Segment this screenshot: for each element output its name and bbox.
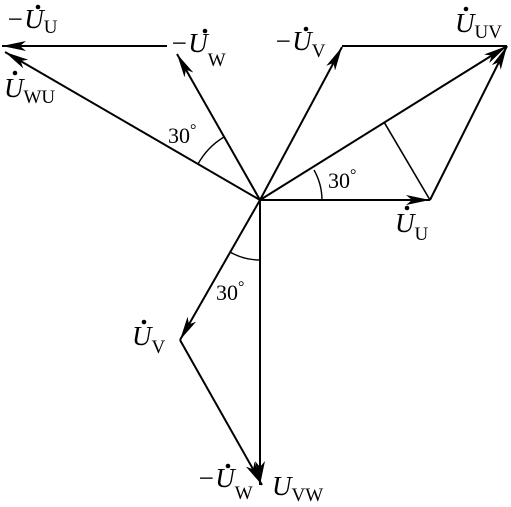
- label-u-wu: UWU: [4, 70, 55, 108]
- label-u-v: UV: [132, 319, 166, 358]
- angle-arc-bottom: [229, 251, 261, 261]
- perpendicular-line: [383, 121, 431, 201]
- label-u-u: UU: [395, 205, 429, 245]
- vector-u-wu: [4, 51, 261, 201]
- svg-text:−UU: −UU: [6, 4, 58, 38]
- svg-text:−UW: −UW: [197, 463, 253, 504]
- vector-u-uv: [259, 45, 508, 201]
- label-neg-u-u: −UU: [6, 4, 58, 38]
- svg-text:−UV: −UV: [274, 26, 326, 62]
- svg-text:−UW: −UW: [170, 28, 226, 71]
- svg-text:UU: UU: [395, 208, 429, 245]
- vector-u-v: [179, 199, 261, 341]
- label-u-vw: UVW: [272, 471, 323, 506]
- label-neg-u-w-top: −UW: [170, 28, 226, 71]
- label-neg-u-w-bottom: −UW: [197, 463, 253, 504]
- angle-arc-right: [313, 169, 323, 201]
- vector-neg-u-v-shifted: [429, 45, 508, 201]
- angle-label-bottom: 30°: [216, 279, 244, 305]
- angle-arc-top: [197, 136, 225, 165]
- vector-neg-u-v: [259, 46, 343, 201]
- svg-text:UVW: UVW: [272, 471, 323, 506]
- svg-text:UV: UV: [132, 321, 166, 358]
- angle-label-right: 30°: [328, 167, 356, 193]
- label-neg-u-v: −UV: [274, 26, 326, 62]
- label-u-uv: UUV: [455, 6, 502, 43]
- vector-neg-u-w-shifted: [179, 339, 263, 486]
- svg-text:UUV: UUV: [455, 8, 502, 43]
- angle-label-top: 30°: [168, 122, 196, 148]
- svg-text:UWU: UWU: [4, 73, 55, 108]
- vector-neg-u-w-top: [176, 53, 261, 201]
